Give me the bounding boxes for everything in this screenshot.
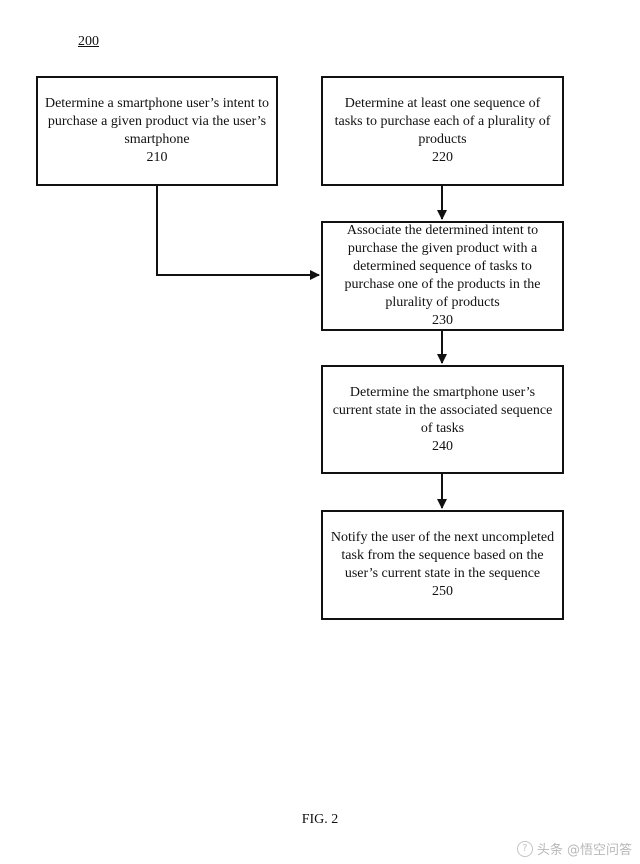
step-230-text: Associate the determined intent to purch… — [344, 223, 541, 310]
step-210-number: 210 — [146, 150, 168, 165]
watermark-text: 头条 @悟空问答 — [536, 843, 632, 858]
step-220-number: 220 — [432, 150, 453, 165]
arrow-210-to-230 — [156, 186, 320, 280]
step-250-box: Notify the user of the next uncompleted … — [321, 510, 564, 620]
step-240-box: Determine the smartphone user’s current … — [321, 365, 564, 474]
watermark-logo-icon: ? — [516, 840, 533, 857]
step-210-text: Determine a smartphone user’s intent to … — [44, 96, 270, 147]
step-220-text: Determine at least one sequence of tasks… — [334, 96, 551, 147]
step-220-box: Determine at least one sequence of tasks… — [321, 76, 564, 186]
figure-caption: FIG. 2 — [301, 812, 339, 827]
step-240-number: 240 — [432, 438, 453, 454]
step-230-box: Associate the determined intent to purch… — [321, 221, 564, 331]
step-230-number: 230 — [432, 313, 453, 328]
step-250-text: Notify the user of the next uncompleted … — [330, 530, 555, 581]
watermark: ? 头条 @悟空问答 — [516, 839, 632, 858]
step-210-box: Determine a smartphone user’s intent to … — [36, 76, 278, 186]
figure-reference-number: 200 — [78, 34, 99, 49]
step-250-number: 250 — [432, 584, 453, 599]
step-240-text: Determine the smartphone user’s current … — [332, 384, 553, 436]
